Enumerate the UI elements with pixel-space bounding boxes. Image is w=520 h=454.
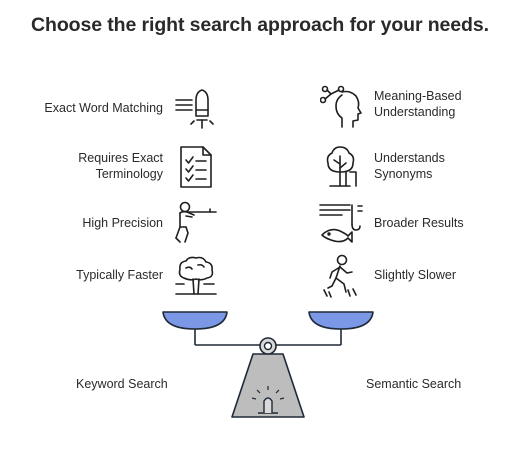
- feature-label-high-precision: High Precision: [82, 216, 163, 230]
- feature-label-typically-faster: Typically Faster: [76, 268, 163, 282]
- walking-person-icon: [320, 254, 364, 298]
- left-scale-pan: [162, 311, 228, 330]
- feature-label-slightly-slower: Slightly Slower: [374, 268, 456, 282]
- head-network-icon: [320, 84, 364, 128]
- semantic-search-label: Semantic Search: [366, 377, 462, 391]
- checklist-icon: [178, 145, 214, 189]
- fishing-hook-icon: [318, 202, 364, 248]
- scale-base: [231, 353, 305, 418]
- marksman-icon: [172, 200, 218, 246]
- feature-label-understands-synonyms: Understands Synonyms: [374, 151, 445, 181]
- hanging-tree-icon: [320, 144, 364, 190]
- scale-weight-icon: [263, 397, 273, 413]
- bullet-icon: [174, 88, 218, 132]
- right-scale-pan: [308, 311, 374, 330]
- tree-icon: [174, 254, 218, 298]
- feature-label-meaning-based-understanding: Meaning-Based Understanding: [374, 89, 462, 119]
- feature-label-broader-results: Broader Results: [374, 216, 464, 230]
- feature-label-requires-exact-terminology: Requires Exact Terminology: [78, 151, 163, 181]
- page-title: Choose the right search approach for you…: [31, 14, 489, 36]
- keyword-search-label: Keyword Search: [76, 377, 168, 391]
- feature-label-exact-word-matching: Exact Word Matching: [44, 101, 163, 115]
